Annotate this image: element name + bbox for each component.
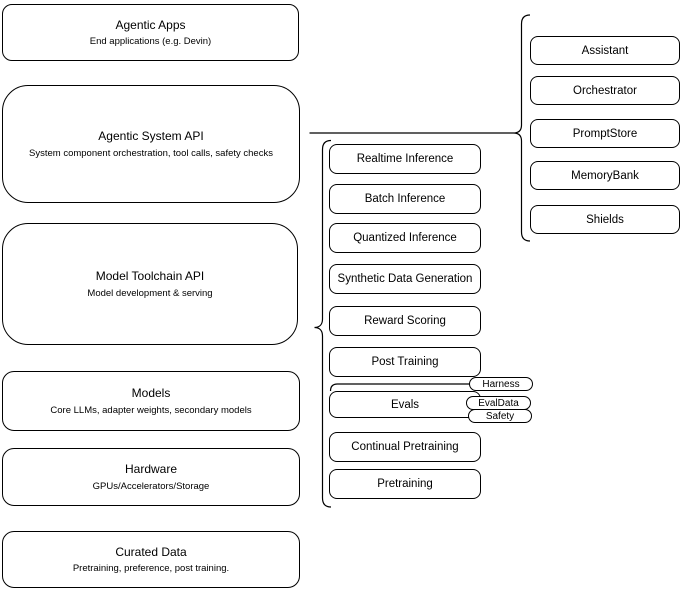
node-models: Models Core LLMs, adapter weights, secon…: [2, 371, 300, 431]
node-quantized-inference: Quantized Inference: [329, 223, 481, 253]
node-title: Curated Data: [115, 544, 187, 559]
node-agentic-apps: Agentic Apps End applications (e.g. Devi…: [2, 4, 299, 61]
node-batch-inference: Batch Inference: [329, 184, 481, 214]
badge-harness: Harness: [469, 377, 533, 391]
node-title: Models: [131, 386, 171, 401]
badge-evaldata: EvalData: [466, 396, 531, 410]
node-title: Agentic Apps: [115, 17, 186, 32]
node-memorybank: MemoryBank: [530, 161, 680, 190]
node-evals: Evals: [329, 391, 481, 418]
node-agentic-system-api: Agentic System API System component orch…: [2, 85, 300, 203]
node-assistant: Assistant: [530, 36, 680, 65]
badge-safety: Safety: [468, 409, 532, 423]
node-synthetic-data-generation: Synthetic Data Generation: [329, 264, 481, 294]
node-subtitle: System component orchestration, tool cal…: [29, 147, 273, 159]
node-subtitle: GPUs/Accelerators/Storage: [92, 480, 210, 492]
system-components-bracket: [513, 14, 531, 242]
node-post-training: Post Training: [329, 347, 481, 377]
node-model-toolchain-api: Model Toolchain API Model development & …: [2, 223, 298, 345]
node-subtitle: Core LLMs, adapter weights, secondary mo…: [50, 404, 252, 416]
node-title: Model Toolchain API: [95, 269, 205, 284]
node-subtitle: Model development & serving: [87, 287, 213, 299]
node-curated-data: Curated Data Pretraining, preference, po…: [2, 531, 300, 588]
node-realtime-inference: Realtime Inference: [329, 144, 481, 174]
harness-connector-line: [329, 383, 470, 392]
node-orchestrator: Orchestrator: [530, 76, 680, 105]
node-shields: Shields: [530, 205, 680, 234]
node-continual-pretraining: Continual Pretraining: [329, 432, 481, 462]
node-subtitle: Pretraining, preference, post training.: [72, 563, 230, 574]
node-title: Hardware: [124, 462, 178, 477]
node-hardware: Hardware GPUs/Accelerators/Storage: [2, 448, 300, 506]
node-promptstore: PromptStore: [530, 119, 680, 148]
node-title: Agentic System API: [98, 129, 204, 144]
node-pretraining: Pretraining: [329, 469, 481, 499]
node-reward-scoring: Reward Scoring: [329, 306, 481, 336]
node-subtitle: End applications (e.g. Devin): [89, 36, 212, 47]
